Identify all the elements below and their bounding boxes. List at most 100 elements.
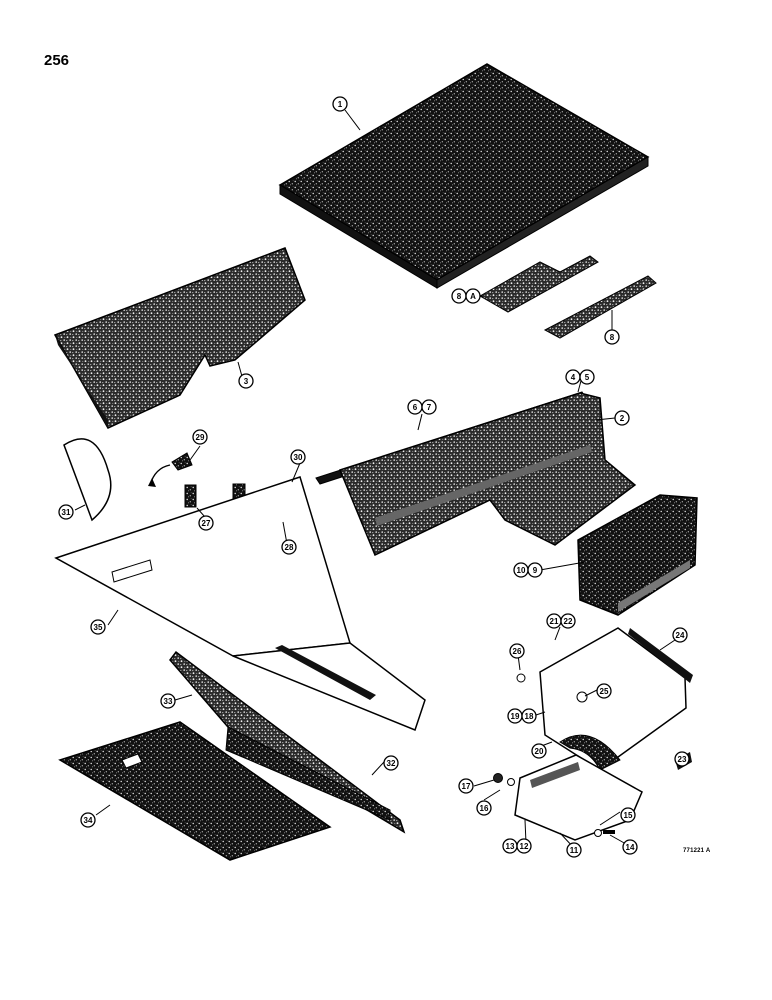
callout-part-27: 27 — [198, 515, 214, 531]
callout-label: 25 — [600, 687, 609, 696]
callout-circle — [192, 429, 208, 445]
callout-part-29: 29 — [192, 429, 208, 445]
callout-part-11: 11 — [566, 842, 582, 858]
callout-label: 4 — [571, 373, 576, 382]
callout-circle — [596, 683, 612, 699]
callout-label: 17 — [462, 782, 471, 791]
drawing-number: 771221 A — [683, 848, 711, 854]
callout-part-3: 3 — [238, 373, 254, 389]
callout-part-16: 16 — [476, 800, 492, 816]
part-35-plate — [54, 476, 426, 731]
callout-circle — [509, 643, 525, 659]
part-2-panel — [338, 392, 637, 557]
callout-part-13-12: 13 12 — [502, 838, 532, 854]
callout-part-1: 1 — [332, 96, 348, 112]
callout-circle — [560, 613, 576, 629]
callout-circle — [579, 369, 595, 385]
callout-label: 21 — [550, 617, 559, 626]
callout-label: A — [470, 292, 476, 301]
callout-circle — [421, 399, 437, 415]
callout-label: 1 — [338, 100, 343, 109]
callout-circle — [674, 751, 690, 767]
callout-label: 32 — [387, 759, 396, 768]
callout-label: 2 — [620, 414, 625, 423]
callout-circle — [521, 708, 537, 724]
callout-label: 5 — [585, 373, 590, 382]
callout-circle — [614, 410, 630, 426]
callout-label: 10 — [517, 566, 526, 575]
callout-part-17: 17 — [458, 778, 474, 794]
callout-label: 13 — [506, 842, 515, 851]
callout-label: 35 — [94, 623, 103, 632]
callout-part-25: 25 — [596, 683, 612, 699]
callout-part-33: 33 — [160, 693, 176, 709]
callout-label: 6 — [413, 403, 418, 412]
callout-circle — [527, 562, 543, 578]
callout-label: 24 — [676, 631, 685, 640]
callout-label: 33 — [164, 697, 173, 706]
callout-circle — [476, 800, 492, 816]
part-32-33-panel — [169, 650, 406, 834]
callout-circle — [58, 504, 74, 520]
callout-part-28: 28 — [281, 539, 297, 555]
callout-circle — [332, 96, 348, 112]
callout-part-23: 23 — [674, 751, 690, 767]
callout-circle — [458, 778, 474, 794]
callout-label: 9 — [533, 566, 538, 575]
leader-lines — [74, 109, 682, 849]
callout-label: 27 — [202, 519, 211, 528]
callout-circle — [620, 807, 636, 823]
callout-part-14: 14 — [622, 839, 638, 855]
callout-label: 31 — [62, 508, 71, 517]
callout-label: 30 — [294, 453, 303, 462]
callout-part-26: 26 — [509, 643, 525, 659]
callout-label: 8 — [457, 292, 462, 301]
callout-circle — [80, 812, 96, 828]
callout-part-34: 34 — [80, 812, 96, 828]
callout-part-10-9: 10 9 — [513, 562, 543, 578]
callout-label: 12 — [520, 842, 529, 851]
callout-circle — [383, 755, 399, 771]
callout-label: 11 — [570, 846, 579, 855]
callout-circle — [622, 839, 638, 855]
base-bracket-assembly — [493, 754, 643, 841]
callout-label: 18 — [525, 712, 534, 721]
callout-circle — [281, 539, 297, 555]
callout-circle — [290, 449, 306, 465]
callout-part-32: 32 — [383, 755, 399, 771]
callout-label: 8 — [610, 333, 615, 342]
callout-label: 16 — [480, 804, 489, 813]
part-8-strip — [543, 275, 657, 339]
callout-label: 22 — [564, 617, 573, 626]
part-9-10-panel — [577, 494, 698, 616]
part-3-panel — [53, 247, 306, 429]
callout-label: 3 — [244, 377, 249, 386]
callout-label: 34 — [84, 816, 93, 825]
page-number: 256 — [44, 52, 70, 69]
callout-label: 7 — [427, 403, 432, 412]
callout-circle — [238, 373, 254, 389]
callout-circle — [90, 619, 106, 635]
callout-circle — [516, 838, 532, 854]
callout-circle — [566, 842, 582, 858]
callout-part-15: 15 — [620, 807, 636, 823]
callout-part-31: 31 — [58, 504, 74, 520]
callout-label: 28 — [285, 543, 294, 552]
callout-part-24: 24 — [672, 627, 688, 643]
callout-part-2: 2 — [614, 410, 630, 426]
callout-label: 19 — [511, 712, 520, 721]
callout-part-30: 30 — [290, 449, 306, 465]
callout-circle — [604, 329, 620, 345]
callout-label: 23 — [678, 755, 687, 764]
callout-circle — [531, 743, 547, 759]
part-8a-strip — [478, 255, 599, 313]
callout-part-20: 20 — [531, 743, 547, 759]
callout-label: 15 — [624, 811, 633, 820]
callout-part-21-22: 21 22 — [546, 613, 576, 629]
